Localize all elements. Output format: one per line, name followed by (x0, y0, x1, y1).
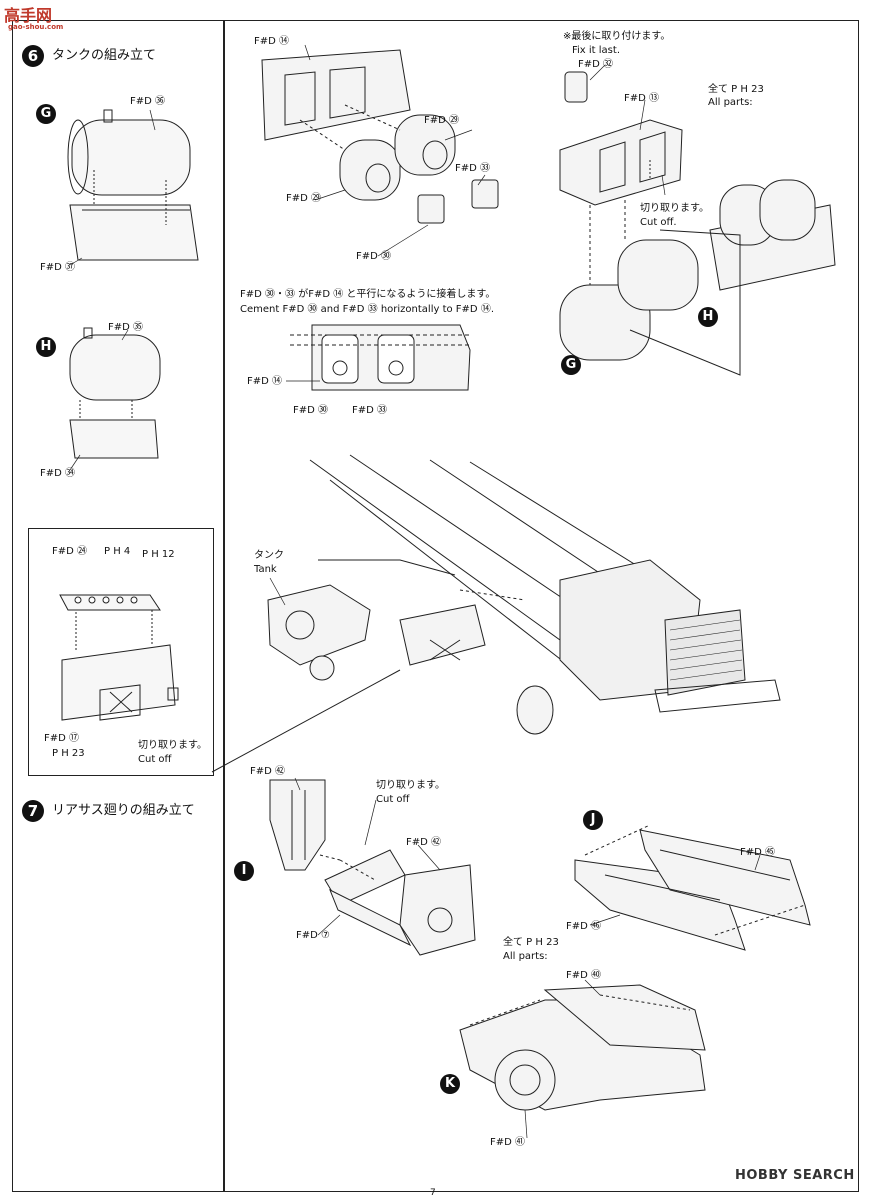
right-all-ja: 全て P H 23 (708, 84, 764, 95)
chassis-tank-ja: タンク (254, 550, 284, 561)
upper-p29b: F#D ㉙ (286, 193, 322, 204)
upper-p30: F#D ㉚ (356, 251, 392, 262)
cement-p33: F#D ㉝ (352, 405, 388, 416)
right-all-en: All parts: (708, 97, 753, 108)
step6-h-part-top: F#D ㉟ (108, 322, 144, 333)
cement-note-en: Cement F#D ㉚ and F#D ㉝ horizontally to F… (240, 304, 494, 315)
right-note-ja: ※最後に取り付けます。 (563, 31, 671, 42)
battery-cut-en: Cut off (138, 754, 172, 765)
page-number: 7 (430, 1188, 436, 1198)
battery-ph12: P H 12 (142, 549, 175, 560)
step7-j-part-right: F#D ㊺ (740, 847, 776, 858)
step7-k-all-en: All parts: (503, 951, 548, 962)
step7-i-cut-ja: 切り取ります。 (376, 780, 445, 791)
upper-p14: F#D ⑭ (254, 36, 290, 47)
step7-i-label: I (234, 861, 254, 881)
battery-ph4: P H 4 (104, 546, 131, 557)
cement-p14: F#D ⑭ (247, 376, 283, 387)
footer-brand: HOBBY SEARCH (735, 1168, 855, 1183)
step7-i-part-top: F#D ㊷ (250, 766, 286, 777)
step6-title: タンクの組み立て (52, 48, 157, 63)
step7-k-part-top: F#D ㊵ (566, 970, 602, 981)
battery-cut-ja: 切り取ります。 (138, 740, 207, 751)
watermark-logo: 高手网 (4, 6, 53, 25)
step7-j-label: J (583, 810, 603, 830)
step7-k-all-ja: 全て P H 23 (503, 937, 559, 948)
step6-h-part-bottom: F#D ㉞ (40, 468, 76, 479)
right-cut-ja: 切り取ります。 (640, 203, 709, 214)
cement-p30: F#D ㉚ (293, 405, 329, 416)
cement-note-ja: F#D ㉚・㉝ がF#D ⑭ と平行になるように接着します。 (240, 289, 496, 300)
step7-title: リアサス廻りの組み立て (52, 803, 195, 818)
right-h-label: H (698, 307, 718, 327)
upper-p29a: F#D ㉙ (424, 115, 460, 126)
step7-i-part-right: F#D ㊷ (406, 837, 442, 848)
chassis-tank-en: Tank (254, 564, 277, 575)
step6-g-part-bottom: F#D ㊲ (40, 262, 76, 273)
step7-i-cut-en: Cut off (376, 794, 410, 805)
step7-k-label: K (440, 1074, 460, 1094)
right-g-label: G (561, 355, 581, 375)
right-column-frame (223, 20, 859, 1192)
step7-i-part-bottom: F#D ⑦ (296, 930, 330, 941)
watermark-url: gao-shou.com (8, 23, 64, 31)
step6-g-part-top: F#D ㊱ (130, 96, 166, 107)
right-cut-en: Cut off. (640, 217, 677, 228)
battery-part-top: F#D ㉔ (52, 546, 88, 557)
right-p13: F#D ⑬ (624, 93, 660, 104)
step7-j-part-left: F#D ㊻ (566, 921, 602, 932)
step6-g-label: G (36, 104, 56, 124)
step6-h-label: H (36, 337, 56, 357)
step7-k-part-bottom: F#D ㊶ (490, 1137, 526, 1148)
right-p32: F#D ㉜ (578, 59, 614, 70)
left-column-frame (12, 20, 225, 1192)
battery-ph23: P H 23 (52, 748, 85, 759)
upper-p33: F#D ㉝ (455, 163, 491, 174)
battery-box-inset (28, 528, 214, 776)
battery-part-bottom: F#D ⑰ (44, 733, 80, 744)
step7-number: 7 (22, 800, 44, 822)
right-note-en: Fix it last. (572, 45, 620, 56)
step6-number: 6 (22, 45, 44, 67)
